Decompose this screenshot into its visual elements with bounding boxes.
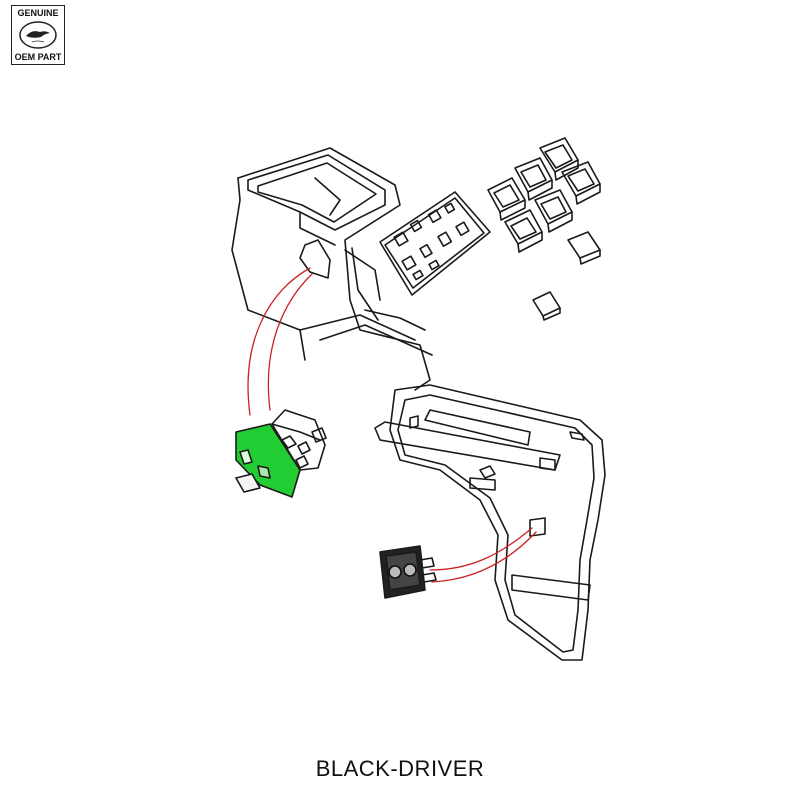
door-leader-lines: [429, 527, 537, 583]
switch-cap-large: [567, 231, 601, 265]
console-switch-assembly: [235, 409, 327, 498]
switch-block-3: [487, 177, 526, 221]
switch-panel-plate: [379, 191, 491, 296]
oem-oval-logo-icon: [19, 21, 57, 49]
center-console: [231, 147, 433, 391]
console-leader-lines: [247, 267, 313, 416]
switch-block-4: [561, 161, 601, 205]
door-window-switch: [379, 545, 437, 599]
switch-block-1: [539, 137, 579, 181]
badge-top-text: GENUINE: [17, 8, 59, 18]
switch-cap-small: [532, 291, 561, 321]
genuine-oem-badge: GENUINE OEM PART: [11, 5, 65, 65]
switch-block-2: [514, 157, 553, 201]
badge-bottom-text: OEM PART: [14, 52, 62, 62]
part-caption: BLACK-DRIVER: [315, 756, 485, 781]
switch-block-6: [504, 209, 543, 253]
door-panel: [374, 384, 606, 661]
switch-cluster: [487, 137, 601, 321]
switch-block-5: [534, 189, 573, 233]
